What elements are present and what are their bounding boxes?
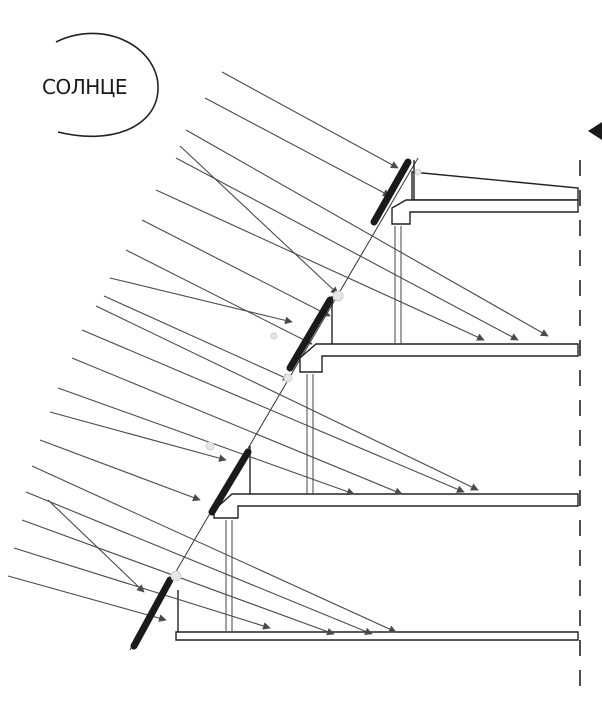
floor-slab-1 (391, 199, 579, 225)
panel-guide-line (129, 157, 419, 651)
support-posts (225, 226, 402, 632)
pointer-triangle-icon (588, 122, 602, 140)
pivot-joints (170, 168, 422, 582)
solar-panel-3 (208, 448, 252, 516)
sun-label: СОЛНЦЕ (42, 75, 127, 99)
solar-panel-1 (370, 158, 412, 226)
solar-panels (130, 158, 412, 650)
sun-rays (7, 71, 549, 636)
floor-slab-3 (213, 493, 579, 519)
sun-symbol: СОЛНЦЕ (42, 32, 159, 138)
solar-panel-4 (130, 576, 174, 650)
roof-canopy (411, 171, 579, 201)
floor-slabs (175, 160, 579, 641)
solar-panel-2 (286, 296, 334, 372)
floor-slab-2 (299, 343, 579, 373)
floor-slab-4 (175, 631, 579, 641)
sun-arc-icon (55, 32, 159, 138)
